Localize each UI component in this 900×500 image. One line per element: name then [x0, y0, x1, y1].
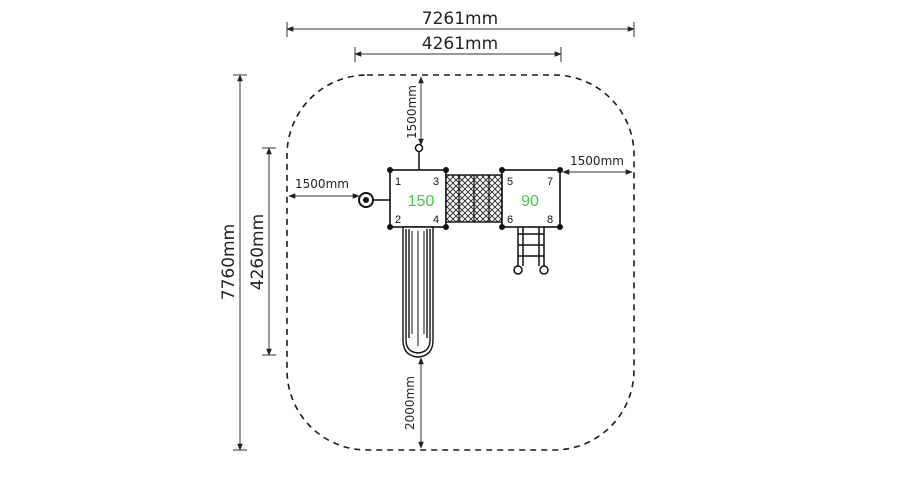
left-clearance-label: 1500mm	[295, 177, 349, 191]
total-width-label: 7261mm	[422, 9, 498, 29]
slide	[402, 226, 434, 358]
finial-post	[414, 143, 424, 170]
post-dot	[499, 224, 505, 230]
platform-left-height: 150	[408, 193, 435, 210]
corner-label-2: 2	[395, 214, 401, 226]
post-dot	[387, 224, 393, 230]
safety-zone-outline	[286, 74, 635, 451]
corner-label-4: 4	[433, 214, 439, 226]
corner-label-8: 8	[547, 214, 553, 226]
total-depth-label: 7760mm	[219, 224, 239, 300]
corner-label-5: 5	[507, 176, 513, 188]
dim-total-depth: 7760mm	[219, 74, 247, 451]
dim-total-width: 7261mm	[286, 9, 635, 37]
net-bridge	[445, 174, 503, 223]
post-dot	[557, 167, 563, 173]
platform-right: 5 6 7 8 90	[501, 169, 561, 228]
right-clearance-label: 1500mm	[570, 154, 624, 168]
post-dot	[387, 167, 393, 173]
post-dot	[499, 167, 505, 173]
top-clearance-label: 1500mm	[405, 85, 419, 139]
corner-label-6: 6	[507, 214, 513, 226]
dim-right-clearance: 1500mm	[562, 154, 633, 175]
corner-posts	[387, 167, 563, 230]
inner-depth-label: 4260mm	[248, 214, 268, 290]
dim-slide-clearance: 2000mm	[403, 357, 424, 449]
dim-inner-depth: 4260mm	[248, 147, 276, 356]
corner-label-1: 1	[395, 176, 401, 188]
steering-wheel-icon	[358, 192, 390, 208]
post-dot	[443, 224, 449, 230]
inner-width-label: 4261mm	[422, 34, 498, 54]
platform-right-height: 90	[521, 193, 539, 210]
dim-left-clearance: 1500mm	[288, 177, 360, 199]
corner-label-3: 3	[433, 176, 439, 188]
platform-left: 1 2 3 4 150	[389, 169, 447, 228]
post-dot	[443, 167, 449, 173]
dim-top-clearance: 1500mm	[405, 76, 424, 146]
ladder	[513, 227, 549, 275]
post-dot	[557, 224, 563, 230]
corner-label-7: 7	[547, 176, 553, 188]
dim-inner-width: 4261mm	[354, 34, 562, 62]
slide-clearance-label: 2000mm	[403, 376, 417, 430]
